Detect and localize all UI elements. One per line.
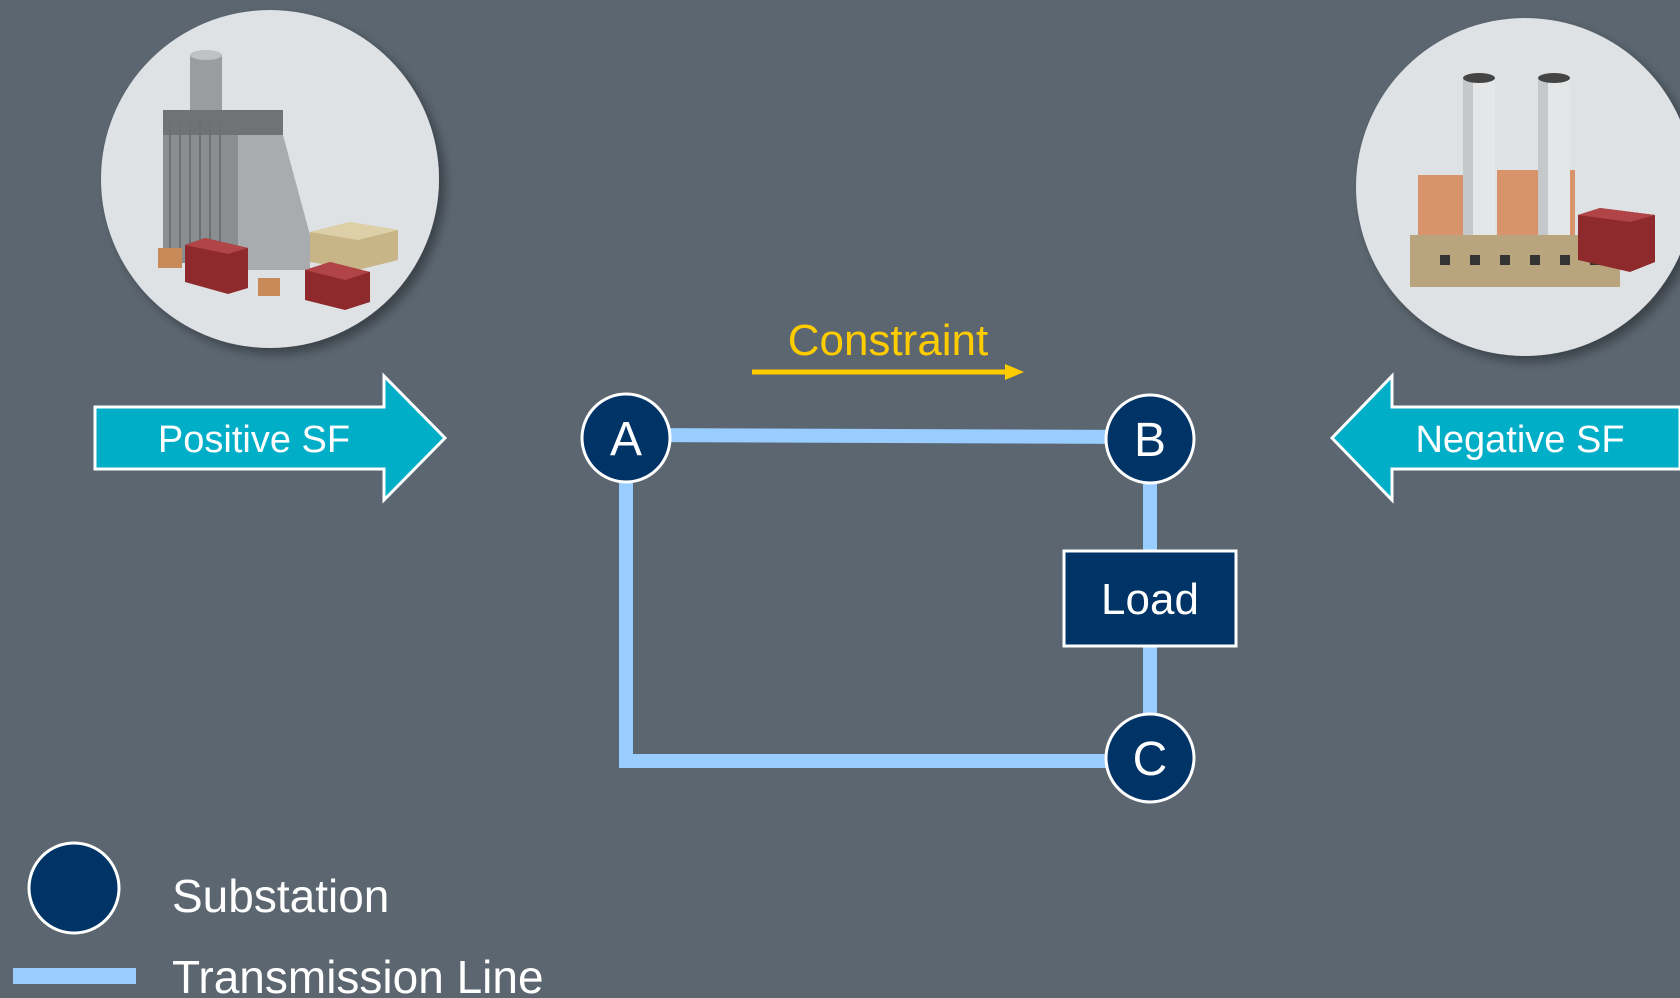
load-label: Load — [1101, 575, 1199, 624]
positive-plant-icon — [101, 10, 439, 348]
load-box: Load — [1062, 549, 1238, 648]
negative-plant-icon — [1356, 18, 1680, 356]
node-c-label: C — [1133, 733, 1168, 786]
negative-sf-arrow: Negative SF — [1329, 372, 1680, 504]
legend-line-icon — [13, 968, 136, 984]
substation-b: B — [1104, 393, 1196, 485]
legend-line-label: Transmission Line — [172, 951, 544, 998]
substation-c: C — [1104, 712, 1196, 804]
negative-sf-label: Negative SF — [1415, 419, 1624, 461]
constraint-arrow — [752, 364, 1024, 380]
node-b-label: B — [1134, 414, 1166, 467]
legend-substation-icon — [27, 841, 121, 935]
positive-sf-label: Positive SF — [158, 419, 350, 461]
line-a-c — [619, 438, 1150, 768]
line-a-b — [625, 428, 1151, 444]
substation-a: A — [580, 392, 672, 484]
constraint-label: Constraint — [788, 316, 989, 365]
legend: Substation Transmission Line — [13, 841, 544, 998]
node-a-label: A — [610, 413, 642, 466]
legend-substation-label: Substation — [172, 870, 389, 922]
positive-sf-arrow: Positive SF — [93, 372, 448, 504]
